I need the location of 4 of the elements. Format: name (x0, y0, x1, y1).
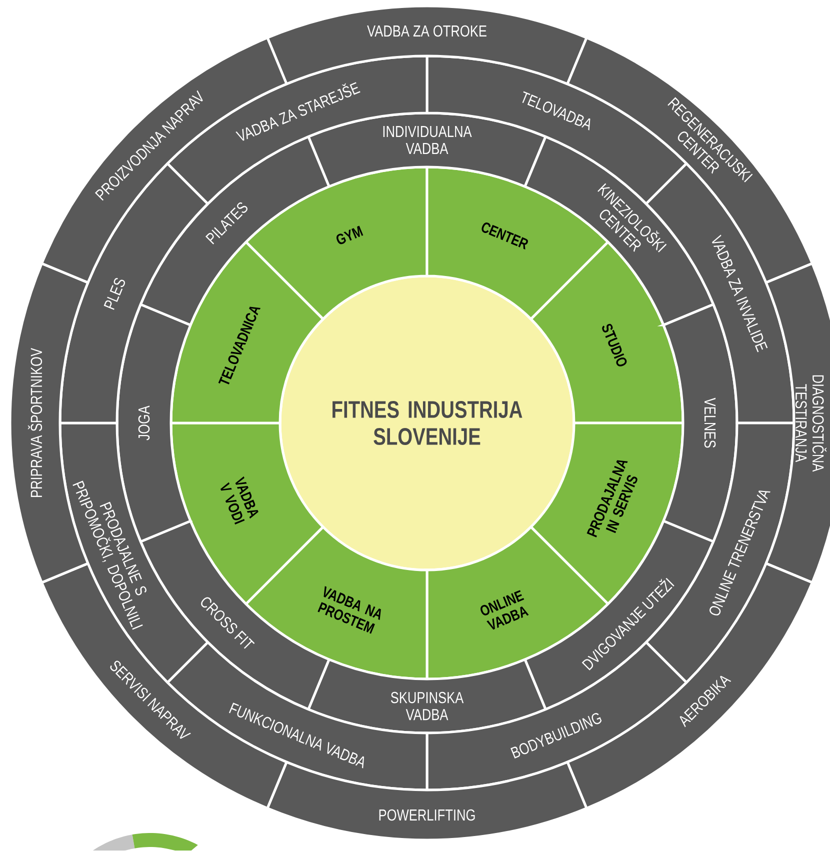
ring-segment: VELNES (662, 303, 738, 543)
node-label: DIAGNOSTIČNA TESTIRANJA (795, 375, 827, 472)
ring-segment: SKUPINSKA VADBA (307, 658, 547, 734)
node-label: POWERLIFTING (379, 809, 475, 821)
